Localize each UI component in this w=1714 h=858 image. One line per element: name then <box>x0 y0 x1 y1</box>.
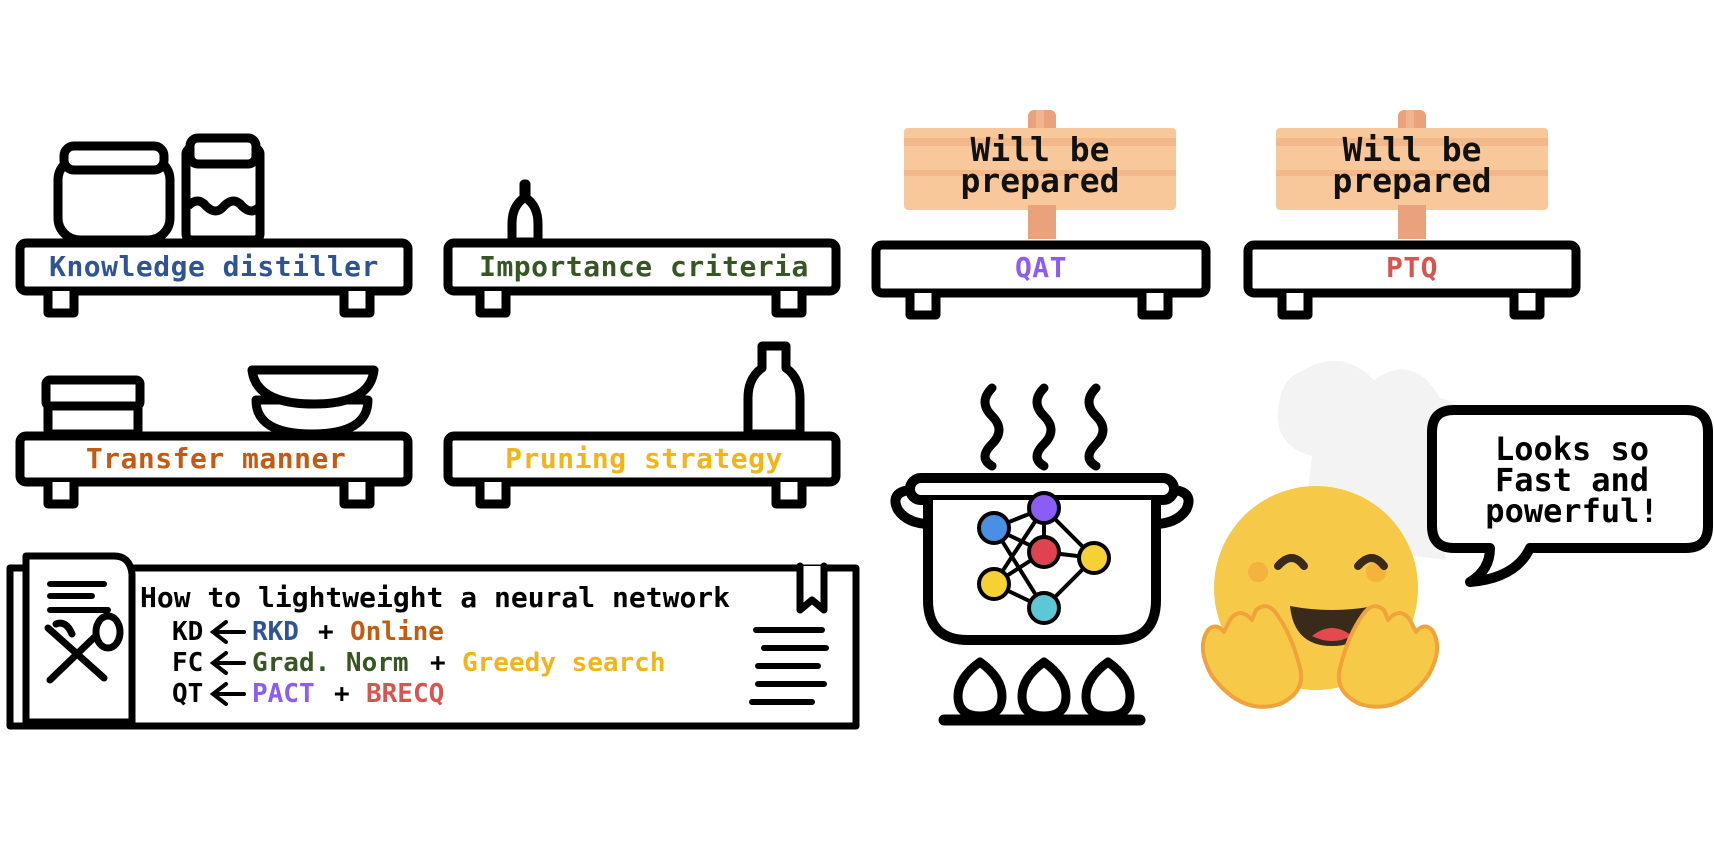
shelf-importance-criteria: Importance criteria <box>443 179 841 318</box>
recipe-abbr: QT <box>172 679 203 709</box>
speech-line-1: Looks so <box>1495 430 1649 468</box>
jar-icon <box>53 133 265 245</box>
speech-bubble: Looks so Fast and powerful! <box>1427 405 1713 587</box>
neural-network-icon <box>977 491 1111 625</box>
recipe-plus: + <box>334 679 350 709</box>
left-arrow-icon <box>209 651 246 675</box>
sign-ptq-line1: Will be <box>1342 130 1481 169</box>
sign-qat-line2: prepared <box>961 161 1120 200</box>
cooking-pot-icon <box>890 383 1194 726</box>
shelf-label-ptq: PTQ <box>1386 251 1438 284</box>
recipe-method: RKD <box>252 617 299 647</box>
shelf-qat: Will be prepared QAT <box>871 110 1211 320</box>
shelf-label-importance-criteria: Importance criteria <box>479 250 809 283</box>
shelf-label-pruning-strategy: Pruning strategy <box>505 442 783 475</box>
recipe-plus: + <box>430 648 446 678</box>
shelf-label-transfer-manner: Transfer manner <box>86 442 346 475</box>
recipe-book: How to lightweight a neural network KD R… <box>6 552 860 730</box>
sign-ptq-line2: prepared <box>1333 161 1492 200</box>
food-container-icon <box>41 375 145 439</box>
steam-icon <box>980 383 1108 471</box>
shelf-knowledge-distiller: Knowledge distiller <box>15 133 413 318</box>
recipe-plus: + <box>318 617 334 647</box>
shelf-transfer-manner: Transfer manner <box>15 365 413 509</box>
recipe-method: Greedy search <box>462 648 666 678</box>
sign-qat-line1: Will be <box>970 130 1109 169</box>
left-arrow-icon <box>209 682 246 706</box>
recipe-abbr: KD <box>172 617 203 647</box>
gas-flame-icon <box>953 657 1135 721</box>
recipe-method: BRECQ <box>366 679 444 709</box>
speech-line-2: Fast and <box>1495 461 1649 499</box>
shelf-label-knowledge-distiller: Knowledge distiller <box>49 250 379 283</box>
wooden-sign-icon <box>1276 110 1548 239</box>
wooden-sign-icon <box>904 110 1176 239</box>
hugging-face-chef-icon <box>1200 360 1471 709</box>
shelf-ptq: Will be prepared PTQ <box>1243 110 1581 320</box>
recipe-row-fc: FC Grad. Norm + Greedy search <box>172 648 666 678</box>
bottle-icon <box>743 341 805 439</box>
recipe-abbr: FC <box>172 648 203 678</box>
recipe-row-kd: KD RKD + Online <box>172 617 444 647</box>
shelf-label-qat: QAT <box>1015 251 1067 284</box>
recipe-method: PACT <box>252 679 315 709</box>
recipe-method: Online <box>350 617 444 647</box>
speech-line-3: powerful! <box>1485 492 1658 530</box>
left-arrow-icon <box>209 620 246 644</box>
bowls-icon <box>247 365 379 439</box>
recipe-row-qt: QT PACT + BRECQ <box>172 679 444 709</box>
recipe-title: How to lightweight a neural network <box>140 581 730 614</box>
recipe-method: Grad. Norm <box>252 648 409 678</box>
bottle-icon <box>507 179 543 247</box>
shelf-pruning-strategy: Pruning strategy <box>443 341 841 509</box>
